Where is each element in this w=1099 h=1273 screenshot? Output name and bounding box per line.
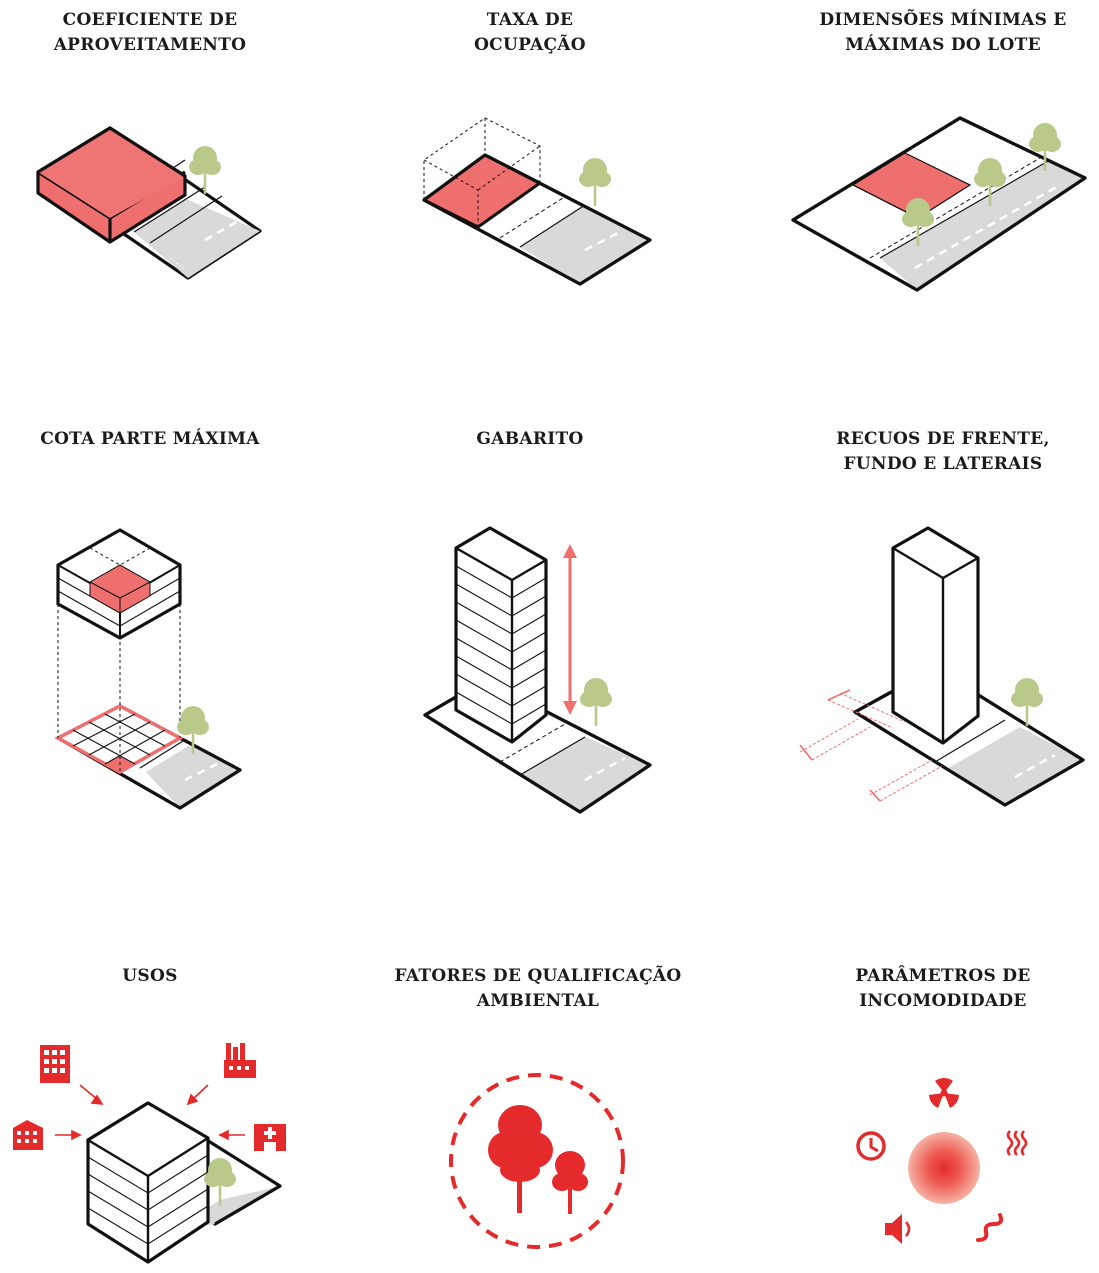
tree-large-icon (488, 1105, 553, 1213)
diagram-recuos (799, 526, 1085, 807)
panel-title-usos: USOS (122, 966, 178, 986)
source-circle-icon (908, 1132, 980, 1204)
radiation-icon (929, 1078, 959, 1108)
panel-title-recuos: RECUOS DE FRENTE,FUNDO E LATERAIS (836, 429, 1050, 474)
tree-small-icon (552, 1151, 588, 1214)
odor-icon (976, 1213, 1004, 1242)
diagram-qualificacao-ambiental (449, 1073, 625, 1249)
diagram-dimensoes (791, 116, 1087, 292)
diagram-cota-parte (54, 528, 242, 810)
diagram-coeficiente (36, 126, 262, 280)
apartment-icon (13, 1120, 43, 1150)
diagram-incomodidade (856, 1078, 1028, 1244)
diagram-usos (13, 1043, 286, 1264)
hospital-icon (254, 1124, 286, 1151)
diagram-gabarito (423, 526, 652, 814)
heat-icon (1006, 1130, 1028, 1156)
sound-icon (885, 1214, 911, 1244)
diagram-taxa-ocupacao (422, 117, 652, 286)
panel-title-gabarito: GABARITO (476, 429, 584, 449)
factory-icon (224, 1043, 256, 1078)
building-icon (40, 1045, 70, 1083)
clock-icon (856, 1131, 886, 1161)
panel-title-cota-parte: COTA PARTE MÁXIMA (40, 429, 260, 449)
